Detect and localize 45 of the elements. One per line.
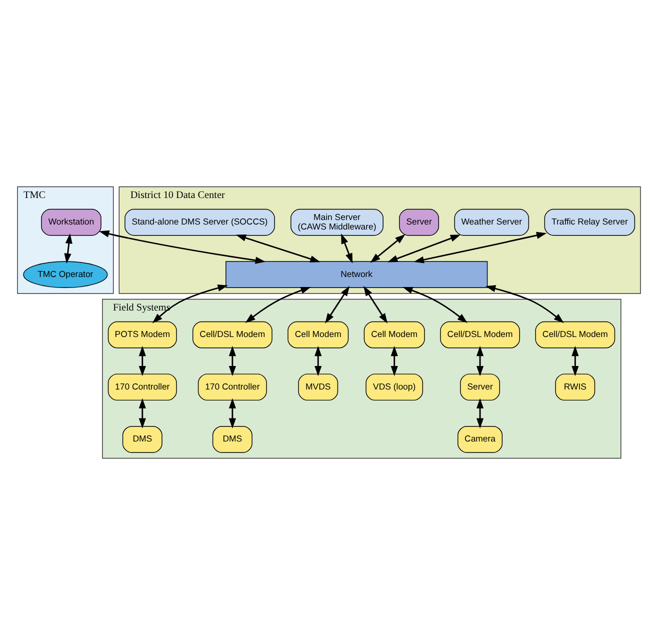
node-box: Cell Modem xyxy=(364,320,425,348)
node-box: Weather Server xyxy=(454,208,530,236)
node-box: RWIS xyxy=(555,373,596,400)
node-box: 170 Controller xyxy=(198,373,267,400)
node-box: DMS xyxy=(212,425,252,452)
arrow xyxy=(236,234,320,262)
arrow xyxy=(370,234,406,262)
arrow xyxy=(476,345,484,376)
arrow xyxy=(402,286,468,322)
arrow xyxy=(138,345,146,376)
node-box: Server xyxy=(460,373,500,400)
arrow xyxy=(228,398,236,428)
arrow xyxy=(99,230,266,264)
arrow xyxy=(572,345,579,376)
arrow xyxy=(485,284,564,323)
arrow xyxy=(228,345,236,376)
arrow xyxy=(138,398,146,428)
node-ellipse: TMC Operator xyxy=(23,260,108,288)
node-box: Cell/DSL Modem xyxy=(440,320,520,348)
node-box: Cell Modem xyxy=(288,320,349,348)
node-box: Traffic Relay Server xyxy=(544,208,636,236)
node-box: Camera xyxy=(458,425,503,452)
arrow xyxy=(341,233,353,263)
arrow xyxy=(390,345,398,376)
node-box: Server xyxy=(399,208,439,236)
node-box: Cell/DSL Modem xyxy=(535,320,616,348)
node-box: DMS xyxy=(122,425,162,452)
node-box: Stand-alone DMS Server (SOCCS) xyxy=(124,208,275,236)
arrow xyxy=(325,285,350,323)
arrow xyxy=(387,234,461,262)
arrow xyxy=(414,231,547,263)
node-box: VDS (loop) xyxy=(366,373,424,400)
node-box: Main Server (CAWS Middleware) xyxy=(290,208,384,236)
arrow xyxy=(245,286,311,322)
node-box: POTS Modem xyxy=(108,320,177,348)
arrow xyxy=(64,232,72,264)
arrow xyxy=(476,398,484,428)
arrow xyxy=(363,285,388,324)
node-box: MVDS xyxy=(298,373,338,400)
node-box: Network xyxy=(226,260,488,288)
node-box: Cell/DSL Modem xyxy=(192,320,272,348)
arrow xyxy=(152,284,228,323)
node-box: 170 Controller xyxy=(108,373,177,400)
node-box: Workstation xyxy=(41,208,102,236)
arrow xyxy=(314,345,322,376)
